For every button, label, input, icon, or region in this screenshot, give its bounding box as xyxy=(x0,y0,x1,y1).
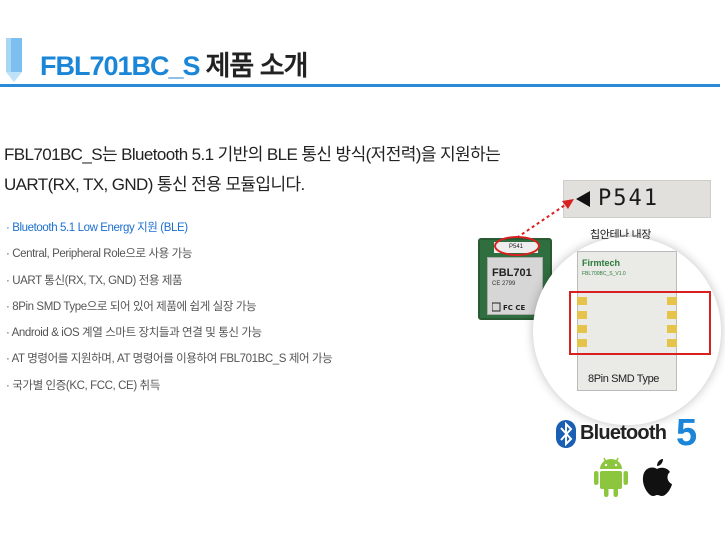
feature-item: · AT 명령어를 지원하며, AT 명령어를 이용하여 FBL701BC_S … xyxy=(6,353,333,366)
certification-marks-icon: FC CE xyxy=(492,302,525,312)
module-title: FBL701 xyxy=(492,267,532,279)
feature-list: · Bluetooth 5.1 Low Energy 지원 (BLE) · Ce… xyxy=(6,220,333,404)
smd-pad xyxy=(667,297,677,305)
module-bottom-closeup: Firmtech FBL700BC_S_V1.0 8Pin SMD Type xyxy=(533,237,721,425)
chip-marking: P541 xyxy=(598,186,659,211)
bluetooth-icon xyxy=(556,420,576,448)
smd-pad xyxy=(667,311,677,319)
feature-item: · UART 통신(RX, TX, GND) 전용 제품 xyxy=(6,274,183,287)
android-icon xyxy=(594,457,628,497)
board-brand: Firmtech xyxy=(582,258,621,268)
smd-pad xyxy=(577,297,587,305)
feature-item: · Bluetooth 5.1 Low Energy 지원 (BLE) xyxy=(6,222,188,234)
intro-line-1: FBL701BC_S는 Bluetooth 5.1 기반의 BLE 통신 방식(… xyxy=(4,145,501,164)
smd-pad xyxy=(577,339,587,347)
intro-line-2: UART(RX, TX, GND) 통신 전용 모듈입니다. xyxy=(4,175,305,194)
feature-item: · Android & iOS 계열 스마트 장치들과 연결 및 통신 가능 xyxy=(6,327,262,340)
svg-text:FC CE: FC CE xyxy=(503,304,525,312)
header-divider xyxy=(0,84,720,87)
module-board: Firmtech FBL700BC_S_V1.0 xyxy=(577,251,677,391)
chip-highlight-ring xyxy=(494,236,540,256)
module-shield xyxy=(487,257,543,315)
smd-pad xyxy=(577,325,587,333)
bluetooth-wordmark: Bluetooth xyxy=(580,422,667,444)
feature-item: · 8Pin SMD Type으로 되어 있어 제품에 쉽게 실장 가능 xyxy=(6,300,257,313)
board-model: FBL700BC_S_V1.0 xyxy=(582,271,626,277)
module-ce-number: CE 2799 xyxy=(492,281,516,287)
smd-pad xyxy=(667,325,677,333)
intro-text: FBL701BC_S는 Bluetooth 5.1 기반의 BLE 통신 방식(… xyxy=(4,140,564,200)
feature-item: · 국가별 인증(KC, FCC, CE) 취득 xyxy=(6,379,160,392)
title-product-name: FBL701BC_S xyxy=(40,51,201,81)
feature-item: · Central, Peripheral Role으로 사용 가능 xyxy=(6,248,193,261)
smd-pad xyxy=(577,311,587,319)
chip-orientation-mark xyxy=(576,191,590,207)
bluetooth-logo: Bluetooth 5 xyxy=(556,412,706,454)
smd-type-caption: 8Pin SMD Type xyxy=(588,373,660,385)
title-suffix: 제품 소개 xyxy=(205,51,309,81)
pencil-icon xyxy=(6,38,22,82)
pin-highlight-box xyxy=(569,291,711,355)
bluetooth-version: 5 xyxy=(676,412,698,454)
smd-pad xyxy=(667,339,677,347)
apple-icon xyxy=(642,459,672,496)
callout-arrow-icon xyxy=(511,199,574,242)
